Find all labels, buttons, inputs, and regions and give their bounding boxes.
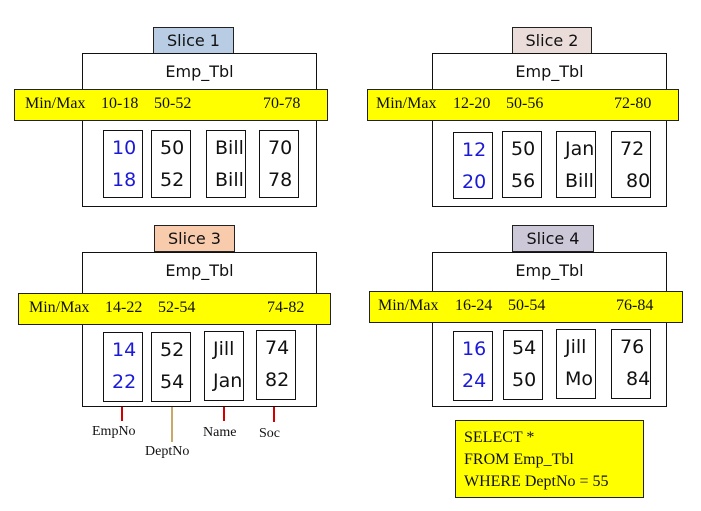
column-value: 78	[268, 169, 293, 191]
label-deptno: DeptNo	[145, 444, 190, 459]
minmax-range: 50-52	[154, 95, 192, 112]
column-value: 80	[620, 170, 651, 192]
minmax-range: 52-54	[158, 299, 196, 316]
column-value: 10	[112, 137, 137, 159]
table-name: Emp_Tbl	[515, 261, 584, 280]
minmax-label: Min/Max	[376, 95, 437, 112]
table-name: Emp_Tbl	[515, 62, 584, 81]
column-value: 16	[462, 338, 487, 360]
minmax-range: 76-84	[616, 297, 654, 314]
column-value: 56	[511, 170, 536, 192]
column-soc: 72 80	[611, 131, 651, 198]
label-name: Name	[203, 425, 237, 440]
column-value: 54	[512, 337, 537, 359]
column-value: 22	[112, 371, 137, 393]
column-value: 84	[620, 368, 651, 390]
column-value: Mo	[565, 368, 594, 390]
column-value: 50	[512, 369, 537, 391]
sql-line-from: FROM Emp_Tbl	[464, 451, 574, 468]
column-value: 50	[160, 137, 185, 159]
minmax-range: 12-20	[453, 95, 491, 112]
column-value: Bill	[565, 170, 594, 192]
column-value: 18	[112, 169, 137, 191]
sql-query-box: SELECT * FROM Emp_Tbl WHERE DeptNo = 55	[455, 420, 644, 498]
column-value: Jan	[565, 138, 595, 160]
column-value: Jan	[213, 370, 243, 392]
minmax-label: Min/Max	[29, 299, 90, 316]
column-value: 70	[268, 137, 293, 159]
slice-tab: Slice 3	[154, 225, 235, 252]
minmax-range: 16-24	[455, 297, 493, 314]
column-value: Bill	[215, 169, 244, 191]
minmax-range: 10-18	[101, 95, 139, 112]
minmax-range: 72-80	[614, 95, 652, 112]
minmax-label: Min/Max	[378, 297, 439, 314]
slice-tab: Slice 1	[153, 27, 234, 54]
column-value: 82	[265, 369, 290, 391]
minmax-range: 50-56	[506, 95, 544, 112]
minmax-band: Min/Max 14-22 52-54 74-82	[18, 293, 331, 325]
column-value: 12	[462, 139, 487, 161]
label-soc: Soc	[259, 426, 280, 441]
column-value: 74	[265, 337, 290, 359]
arrow-deptno	[167, 398, 177, 442]
column-value: 24	[462, 370, 487, 392]
minmax-band: Min/Max 10-18 50-52 70-78	[14, 89, 328, 121]
table-name: Emp_Tbl	[165, 62, 234, 81]
table-name: Emp_Tbl	[165, 261, 234, 280]
column-value: 50	[511, 138, 536, 160]
minmax-range: 50-54	[508, 297, 546, 314]
column-soc: 76 84	[611, 329, 651, 399]
column-value: 72	[620, 138, 645, 160]
label-empno: EmpNo	[92, 424, 136, 439]
minmax-range: 70-78	[263, 95, 301, 112]
column-value: 20	[462, 171, 487, 193]
minmax-range: 14-22	[105, 299, 143, 316]
sql-line-select: SELECT *	[464, 429, 535, 446]
slice-tab: Slice 4	[512, 225, 594, 252]
column-value: 14	[112, 339, 137, 361]
column-value: 54	[160, 371, 185, 393]
slice-tab: Slice 2	[512, 27, 592, 54]
column-value: 76	[620, 336, 645, 358]
column-value: 52	[160, 339, 185, 361]
column-value: Jill	[565, 336, 587, 358]
column-value: Jill	[213, 338, 235, 360]
minmax-band: Min/Max 16-24 50-54 76-84	[369, 291, 683, 323]
minmax-label: Min/Max	[25, 95, 86, 112]
minmax-band: Min/Max 12-20 50-56 72-80	[367, 89, 679, 121]
minmax-range: 74-82	[267, 299, 305, 316]
column-value: Bill	[215, 137, 244, 159]
sql-line-where: WHERE DeptNo = 55	[464, 473, 609, 490]
column-value: 52	[160, 169, 185, 191]
arrow-soc	[269, 400, 279, 422]
